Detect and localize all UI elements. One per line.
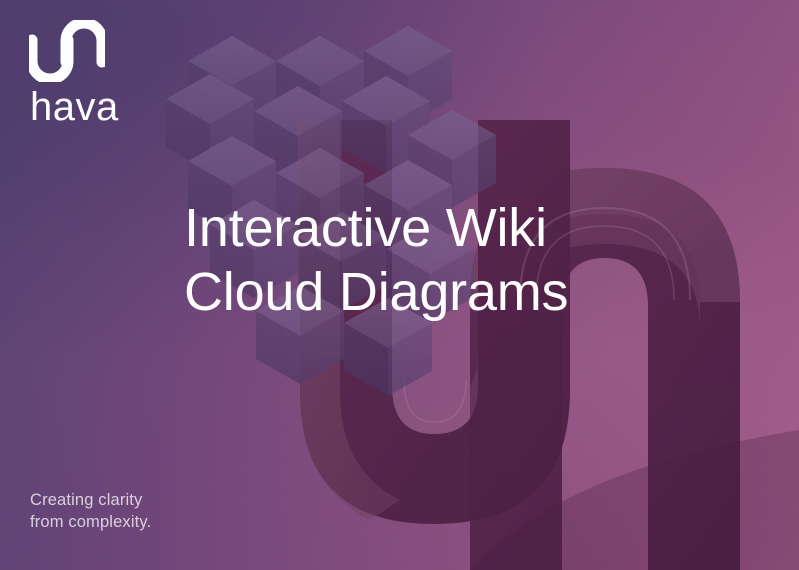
brand-wordmark: hava [30,85,119,129]
page-title-line-1: Interactive Wiki [184,198,547,258]
brand-tagline: Creating clarity from complexity. [30,490,151,534]
page-title: Interactive Wiki Cloud Diagrams [184,196,704,325]
brand-tagline-line-2: from complexity. [30,513,152,532]
hava-infinity-mark [29,20,105,82]
brand-lockup[interactable]: hava [29,20,189,127]
brand-tagline-line-1: Creating clarity [30,491,143,510]
page-title-line-2: Cloud Diagrams [184,262,569,323]
